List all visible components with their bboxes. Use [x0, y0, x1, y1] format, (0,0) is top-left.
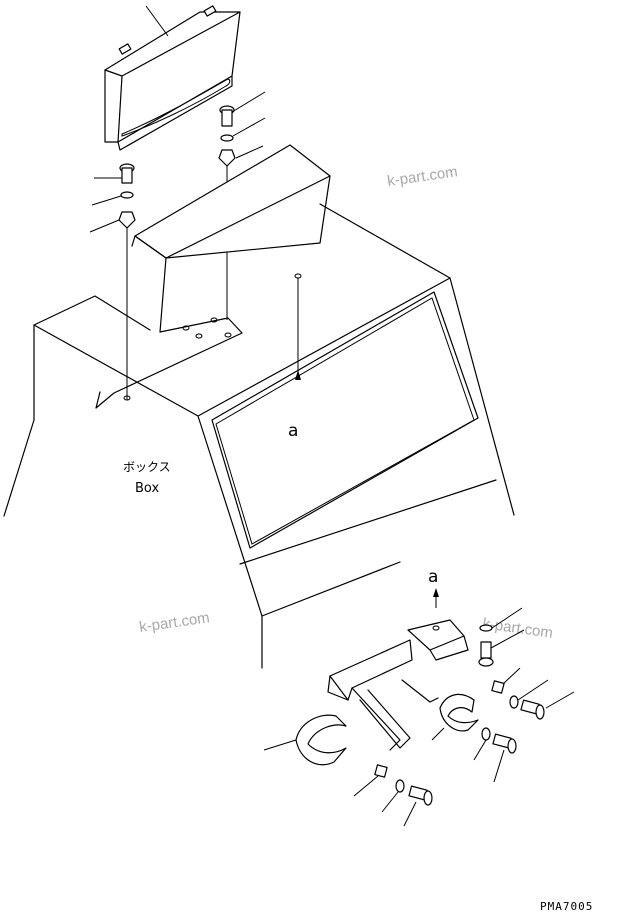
detail-fasteners: [263, 607, 575, 827]
cab-body: [3, 203, 515, 669]
box-label-english: Box: [135, 481, 159, 496]
watermark-left: k-part.com: [138, 609, 211, 636]
cover-lid: [104, 5, 241, 151]
watermark-top: k-part.com: [386, 163, 459, 190]
view-marker-detail: a: [428, 567, 438, 587]
view-marker-top: a: [288, 421, 298, 441]
detail-arrow: [433, 588, 439, 608]
drawing-code: PMA7005: [540, 900, 593, 913]
detail-bracket-assembly: [295, 619, 479, 766]
mounting-bracket: [95, 317, 243, 409]
bolt-set-right: [218, 91, 266, 320]
box-label-japanese: ボックス: [123, 460, 171, 474]
bolt-set-left: [89, 163, 136, 400]
box-housing: [131, 144, 331, 333]
